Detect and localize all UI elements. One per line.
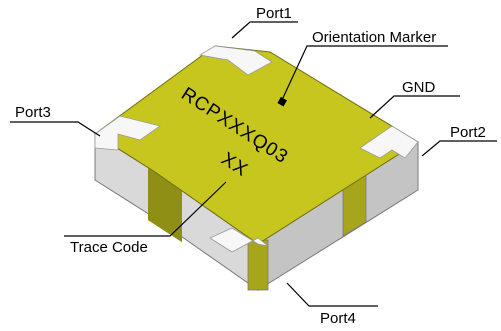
gnd-leader xyxy=(369,95,460,119)
port4-leader xyxy=(286,282,378,307)
port1-label: Port1 xyxy=(256,5,292,22)
orientation-leader xyxy=(281,45,448,101)
port4-trace xyxy=(209,227,269,253)
port3-leader xyxy=(10,121,101,137)
orientation-marker-label: Orientation Marker xyxy=(312,29,436,46)
port4-label: Port4 xyxy=(320,310,356,327)
trace-code-label: Trace Code xyxy=(70,239,148,256)
port1-trace xyxy=(198,45,273,76)
port1-leader xyxy=(231,21,298,39)
trace-leader xyxy=(64,181,227,237)
port3-label: Port3 xyxy=(15,104,51,121)
port2-leader xyxy=(421,140,497,157)
port3-trace xyxy=(94,115,161,151)
port2-label: Port2 xyxy=(450,124,486,141)
port2-trace xyxy=(359,125,419,159)
gnd-label: GND xyxy=(402,79,436,96)
front-castellation xyxy=(247,239,269,291)
orientation-marker-dot xyxy=(277,96,287,107)
